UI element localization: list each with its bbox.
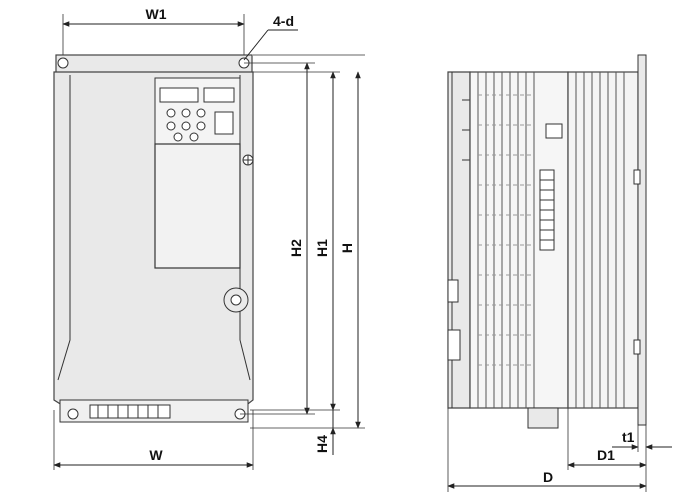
side-dimensions: t1 D1 D (447, 408, 672, 492)
rear-fins (575, 72, 625, 408)
label-w1: W1 (146, 6, 167, 22)
label-d: D (543, 469, 553, 485)
mounting-flange (637, 54, 647, 426)
label-h4: H4 (314, 435, 330, 453)
label-h: H (339, 243, 355, 253)
front-cover (154, 143, 241, 269)
status-leds (203, 87, 235, 103)
mount-hole-icon (57, 57, 69, 69)
label-t1: t1 (622, 429, 635, 445)
label-h1: H1 (314, 239, 330, 257)
heatsink-fins (477, 72, 535, 408)
label-4-d: 4-d (273, 13, 294, 29)
keypad-logo (214, 111, 234, 135)
keypad-button-icon (181, 108, 191, 118)
front-view (53, 54, 254, 423)
side-connector (545, 123, 563, 139)
keypad-button-icon (196, 108, 206, 118)
mount-hole-icon (67, 408, 79, 420)
screw-slot (243, 155, 253, 165)
keypad-button-icon (166, 108, 176, 118)
keypad-button-icon (196, 121, 206, 131)
keypad-button-icon (173, 132, 183, 142)
label-w: W (149, 447, 163, 463)
fin-slots (478, 94, 534, 366)
left-curve-line (57, 75, 71, 381)
label-h2: H2 (288, 239, 304, 257)
display-window (159, 87, 199, 103)
keypad-button-icon (166, 121, 176, 131)
front-dimensions: W1 4-d H2 H1 H H4 W (53, 6, 365, 470)
keypad-button-icon (181, 121, 191, 131)
label-d1: D1 (597, 447, 615, 463)
screw-center (230, 294, 242, 306)
terminal-dividers (97, 405, 159, 418)
rear-fins-section (567, 71, 639, 409)
side-view (447, 54, 647, 429)
terminal-holes (89, 404, 171, 419)
hole-leader (243, 29, 269, 61)
keypad-button-icon (189, 132, 199, 142)
side-foot (527, 407, 559, 429)
